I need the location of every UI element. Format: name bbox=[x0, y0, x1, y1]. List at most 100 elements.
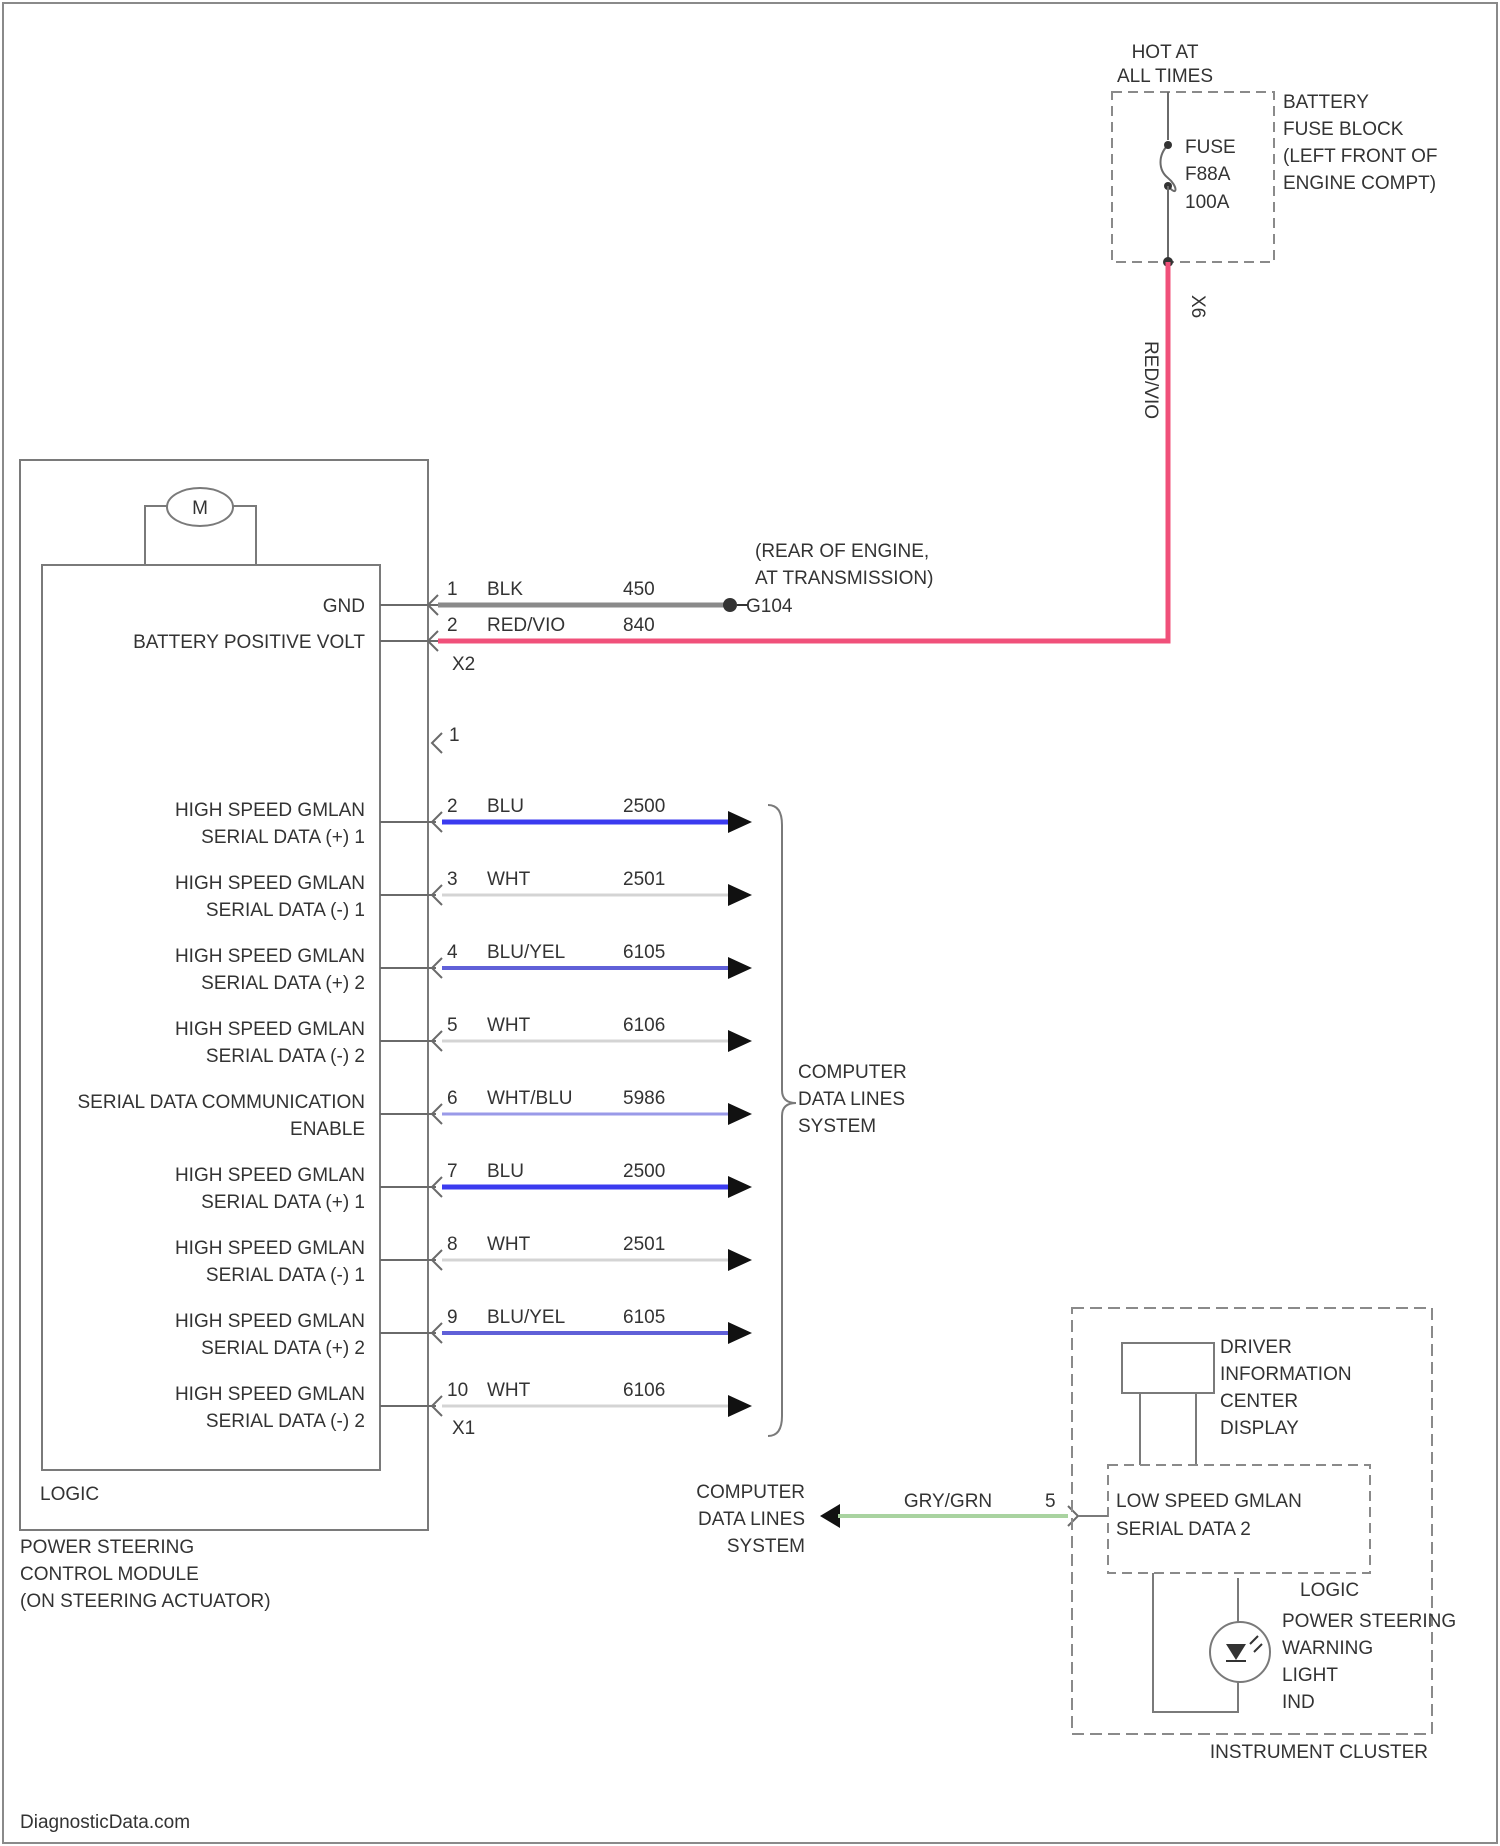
dic-label-2: INFORMATION bbox=[1220, 1364, 1352, 1385]
pin-3-number: 3 bbox=[447, 869, 458, 890]
pin-2-arrow-icon bbox=[728, 811, 752, 833]
pin-3-wire-color: WHT bbox=[487, 869, 531, 890]
pin-5-function-label-2: SERIAL DATA (-) 2 bbox=[206, 1046, 365, 1067]
pin-5-wire-color: WHT bbox=[487, 1015, 531, 1036]
x2-connector-id: X2 bbox=[452, 654, 475, 675]
dic-label: DRIVER bbox=[1220, 1337, 1292, 1358]
cluster-logic-label: LOGIC bbox=[1300, 1580, 1359, 1601]
pin-2-wire-color: RED/VIO bbox=[487, 615, 565, 636]
pin-8-function-label-2: SERIAL DATA (-) 1 bbox=[206, 1265, 365, 1286]
pin-10-arrow-icon bbox=[728, 1395, 752, 1417]
pin-4-number: 4 bbox=[447, 942, 458, 963]
fuse-terminal-top bbox=[1164, 141, 1172, 149]
pscm-name: POWER STEERING bbox=[20, 1537, 194, 1558]
lower-data-lines-label: COMPUTER bbox=[696, 1482, 805, 1503]
x1-pin-1-number: 1 bbox=[449, 725, 460, 746]
pin-4-function-label: HIGH SPEED GMLAN bbox=[175, 946, 365, 967]
ground-location-2: AT TRANSMISSION) bbox=[755, 568, 933, 589]
pscm-logic-box bbox=[42, 565, 380, 1470]
data-lines-brace bbox=[768, 805, 796, 1436]
fuse-block-name: BATTERY bbox=[1283, 92, 1369, 113]
pin-7-wire-color: BLU bbox=[487, 1161, 524, 1182]
gnd-pin-label: GND bbox=[323, 596, 365, 617]
hot-at-all-times-label-2: ALL TIMES bbox=[1117, 66, 1213, 87]
lower-data-link: COMPUTER DATA LINES SYSTEM GRY/GRN 5 bbox=[696, 1482, 1078, 1557]
pin-7-function-label-2: SERIAL DATA (+) 1 bbox=[201, 1192, 365, 1213]
pin-10-function-label-2: SERIAL DATA (-) 2 bbox=[206, 1411, 365, 1432]
lsgm-label-2: SERIAL DATA 2 bbox=[1116, 1519, 1251, 1540]
pscm-location: (ON STEERING ACTUATOR) bbox=[20, 1591, 271, 1612]
ground-id: G104 bbox=[746, 596, 793, 617]
x1-pin-1-contact bbox=[432, 733, 442, 753]
pin-9-circuit: 6105 bbox=[623, 1307, 665, 1328]
pin-3-function-label-2: SERIAL DATA (-) 1 bbox=[206, 900, 365, 921]
pin-1-wire-color: BLK bbox=[487, 579, 523, 600]
x1-connector-id: X1 bbox=[452, 1418, 475, 1439]
fuse-rating: 100A bbox=[1185, 192, 1230, 213]
instrument-cluster: DRIVER INFORMATION CENTER DISPLAY LOW SP… bbox=[1072, 1308, 1456, 1763]
red-vio-wire-color: RED/VIO bbox=[1140, 341, 1161, 419]
pin-4-wire-color: BLU/YEL bbox=[487, 942, 565, 963]
warning-lamp-label-3: LIGHT bbox=[1282, 1665, 1338, 1686]
hot-at-all-times-label: HOT AT bbox=[1132, 42, 1199, 63]
pin-2-number: 2 bbox=[447, 615, 458, 636]
data-lines-system-label-2: DATA LINES bbox=[798, 1089, 905, 1110]
pin-5-arrow-icon bbox=[728, 1030, 752, 1052]
ground-eyelet-icon bbox=[723, 598, 737, 612]
dic-display-box bbox=[1122, 1343, 1214, 1393]
pin-7-number: 7 bbox=[447, 1161, 458, 1182]
pin-7-function-label: HIGH SPEED GMLAN bbox=[175, 1165, 365, 1186]
fuse-id: F88A bbox=[1185, 164, 1231, 185]
ground-location: (REAR OF ENGINE, bbox=[755, 541, 929, 562]
pin-10-circuit: 6106 bbox=[623, 1380, 665, 1401]
pin-6-function-label: SERIAL DATA COMMUNICATION bbox=[78, 1092, 366, 1113]
pin-4-arrow-icon bbox=[728, 957, 752, 979]
pin-5-circuit: 6106 bbox=[623, 1015, 665, 1036]
lower-data-lines-label-2: DATA LINES bbox=[698, 1509, 805, 1530]
pin-6-arrow-icon bbox=[728, 1103, 752, 1125]
lower-link-pin-number: 5 bbox=[1045, 1491, 1056, 1512]
pin-4-function-label-2: SERIAL DATA (+) 2 bbox=[201, 973, 365, 994]
warning-lamp-label-4: IND bbox=[1282, 1692, 1315, 1713]
pin-2-circuit: 840 bbox=[623, 615, 655, 636]
lower-data-lines-label-3: SYSTEM bbox=[727, 1536, 805, 1557]
warning-lamp-label-2: WARNING bbox=[1282, 1638, 1373, 1659]
instrument-cluster-name: INSTRUMENT CLUSTER bbox=[1210, 1742, 1428, 1763]
pin-9-arrow-icon bbox=[728, 1322, 752, 1344]
fuse-block-terminal: X6 bbox=[1187, 295, 1208, 318]
pin-3-circuit: 2501 bbox=[623, 869, 665, 890]
battery-positive-pin-label: BATTERY POSITIVE VOLT bbox=[133, 632, 365, 653]
page-frame bbox=[3, 3, 1497, 1843]
pin-2-circuit: 2500 bbox=[623, 796, 665, 817]
pin-3-arrow-icon bbox=[728, 884, 752, 906]
fuse-label: FUSE bbox=[1185, 137, 1236, 158]
watermark: DiagnosticData.com bbox=[20, 1812, 190, 1833]
pin-1-circuit: 450 bbox=[623, 579, 655, 600]
pin-5-function-label: HIGH SPEED GMLAN bbox=[175, 1019, 365, 1040]
pin-8-number: 8 bbox=[447, 1234, 458, 1255]
fuse-block-location-2: ENGINE COMPT) bbox=[1283, 173, 1436, 194]
pin-10-number: 10 bbox=[447, 1380, 468, 1401]
pin-6-number: 6 bbox=[447, 1088, 458, 1109]
dic-label-3: CENTER bbox=[1220, 1391, 1298, 1412]
pin-10-wire-color: WHT bbox=[487, 1380, 531, 1401]
pin-6-wire-color: WHT/BLU bbox=[487, 1088, 573, 1109]
data-lines-system-label-3: SYSTEM bbox=[798, 1116, 876, 1137]
data-lines-system-label: COMPUTER bbox=[798, 1062, 907, 1083]
pin-5-number: 5 bbox=[447, 1015, 458, 1036]
pin-9-function-label: HIGH SPEED GMLAN bbox=[175, 1311, 365, 1332]
pin-6-circuit: 5986 bbox=[623, 1088, 665, 1109]
pin-2-function-label: HIGH SPEED GMLAN bbox=[175, 800, 365, 821]
lower-data-arrow-icon bbox=[820, 1504, 840, 1528]
pin-1-number: 1 bbox=[447, 579, 458, 600]
fuse-block-name-2: FUSE BLOCK bbox=[1283, 119, 1404, 140]
pin-7-arrow-icon bbox=[728, 1176, 752, 1198]
gry-grn-wire-color: GRY/GRN bbox=[904, 1491, 992, 1512]
pscm-outer-housing bbox=[20, 460, 428, 1530]
pin-8-wire-color: WHT bbox=[487, 1234, 531, 1255]
pin-6-function-label-2: ENABLE bbox=[290, 1119, 365, 1140]
pin-8-circuit: 2501 bbox=[623, 1234, 665, 1255]
pin-3-function-label: HIGH SPEED GMLAN bbox=[175, 873, 365, 894]
